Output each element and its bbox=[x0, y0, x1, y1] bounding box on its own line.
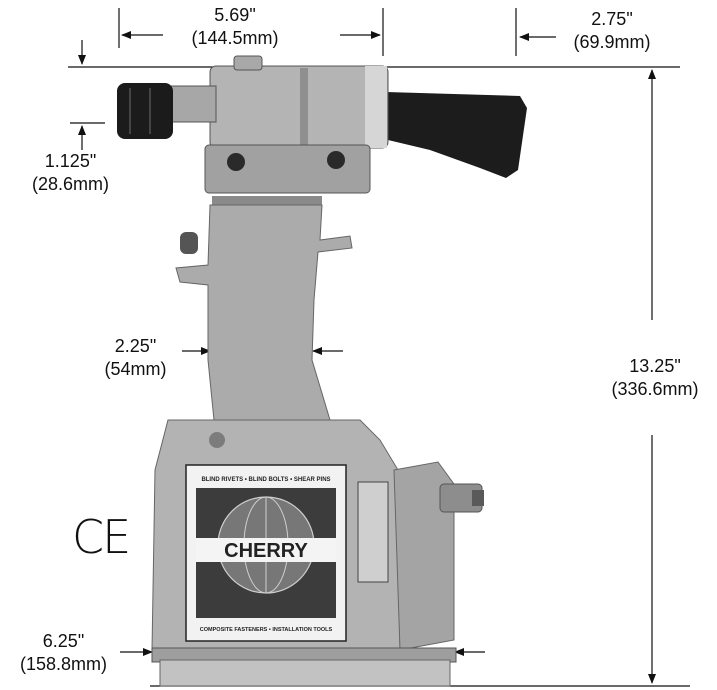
mount-block bbox=[204, 144, 371, 194]
dim-handle-offset: 2.75" (69.9mm) bbox=[573, 9, 651, 52]
dim-total-height: 13.25" (336.6mm) bbox=[611, 356, 699, 399]
label-bottom-text: COMPOSITE FASTENERS • INSTALLATION TOOLS bbox=[200, 627, 333, 633]
side-plate bbox=[357, 481, 389, 583]
rivet-tool: CHERRY BLIND RIVETS • BLIND BOLTS • SHEA… bbox=[117, 55, 527, 687]
dim-base-width: 6.25" (158.8mm) bbox=[19, 631, 108, 674]
trigger-handle bbox=[386, 92, 527, 178]
side-block bbox=[393, 461, 455, 651]
dim-grip-width: 2.25" (54mm) bbox=[104, 336, 167, 379]
dim-nose-height: 1.125" (28.6mm) bbox=[31, 151, 109, 194]
dim-top-width: 5.69" (144.5mm) bbox=[191, 5, 279, 48]
label-brand: CHERRY bbox=[224, 540, 308, 562]
nose-tip bbox=[117, 83, 173, 139]
label-top-text: BLIND RIVETS • BLIND BOLTS • SHEAR PINS bbox=[201, 477, 330, 483]
grip-body bbox=[175, 204, 353, 421]
top-cap bbox=[233, 55, 263, 71]
nose-barrel bbox=[169, 85, 217, 123]
head-cylinder bbox=[209, 65, 389, 149]
ce-mark: CE bbox=[72, 510, 131, 564]
